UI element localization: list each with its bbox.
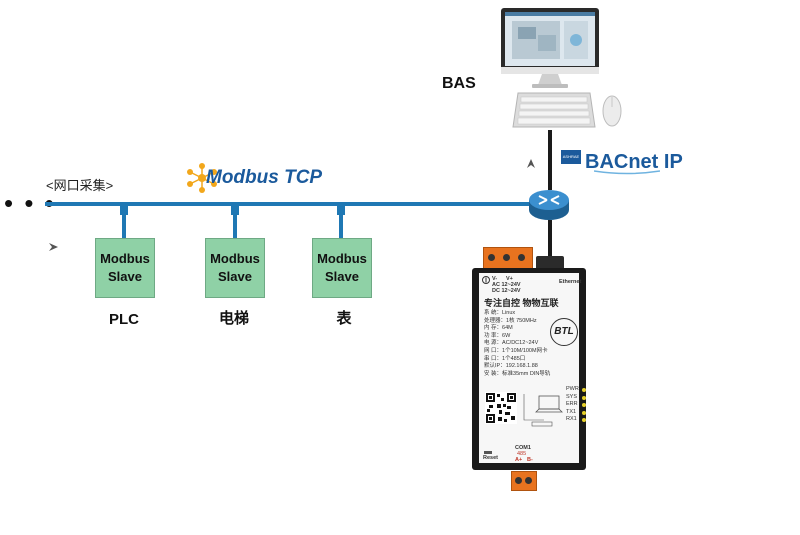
led-tx1: TX1 — [566, 409, 586, 417]
modbus-tcp-label: Modbus TCP — [206, 167, 323, 188]
power-spec-ac: AC 12~24V — [492, 282, 521, 288]
spec-power: 功 率：6W — [484, 332, 511, 339]
bus-tap-plc — [120, 206, 128, 215]
led-indicator-icon — [582, 388, 586, 392]
link-switch-gateway — [548, 220, 552, 268]
qr-code-icon — [485, 392, 517, 424]
com1-type: 485 — [517, 451, 527, 457]
led-indicator-icon — [582, 395, 586, 400]
led-indicator-icon — [582, 418, 586, 423]
ashrae-logo: ASHRAE — [561, 150, 581, 164]
ethernet-port — [536, 256, 564, 270]
router-icon — [529, 190, 569, 220]
gateway-slogan: 专注自控 物物互联 — [484, 298, 559, 308]
led-rx1: RX1 — [566, 416, 586, 424]
modbus-slave-meter: Modbus Slave — [312, 238, 372, 298]
device-label-elevator: 电梯 — [218, 310, 249, 327]
slave-line2: Slave — [218, 269, 252, 284]
led-indicator-icon — [582, 410, 586, 415]
bus-tap-elevator — [231, 206, 239, 215]
rs485-terminal-block — [511, 471, 537, 491]
bacnet-ip-label: BACnet IP — [585, 151, 683, 173]
led-pwr: PWR — [566, 386, 586, 394]
spec-memory: 内 存：64M — [484, 325, 513, 332]
power-terminal-block — [483, 247, 533, 269]
led-indicator-icon — [582, 403, 586, 408]
device-label-meter: 表 — [336, 310, 352, 327]
com1-label: COM1 — [515, 445, 531, 451]
led-panel: PWR SYS ERR TX1 RX1 — [566, 386, 586, 424]
ethernet-label: Ethernet — [559, 279, 582, 285]
slave-line1: Modbus — [317, 251, 367, 266]
power-spec-dc: DC 12~24V — [492, 288, 521, 294]
spec-network: 网 口：1个10M/100M网卡 — [484, 347, 548, 354]
mouse-icon — [602, 95, 622, 127]
reset-label: Reset — [483, 455, 498, 461]
network-collect-label: <网口采集> — [46, 178, 114, 193]
com1-pin-b: B- — [527, 457, 533, 463]
led-err: ERR — [566, 401, 586, 409]
spec-os: 系 统：Linux — [484, 310, 516, 316]
com1-pin-a: A+ — [515, 457, 523, 463]
modbus-slave-plc: Modbus Slave — [95, 238, 155, 298]
ground-icon — [482, 276, 490, 284]
modbus-logo-icon — [187, 163, 217, 193]
drop-line-elevator — [233, 214, 237, 238]
bacnet-underline — [594, 170, 660, 175]
slave-line2: Slave — [108, 269, 142, 284]
power-pin-vplus: V+ — [506, 276, 513, 282]
link-bas-switch — [548, 130, 552, 190]
arrow-up-icon — [527, 159, 535, 168]
keyboard-icon — [512, 92, 596, 128]
led-sys: SYS — [566, 394, 586, 402]
reset-button[interactable] — [484, 451, 492, 454]
spec-cpu: 处理器：1核 750MHz — [484, 317, 537, 324]
bas-label: BAS — [442, 75, 476, 92]
power-pin-vminus: V- — [492, 276, 498, 282]
btl-logo: BTL — [550, 318, 578, 346]
arrow-right-icon — [49, 243, 58, 251]
slave-line2: Slave — [325, 269, 359, 284]
monitor-icon — [501, 8, 599, 88]
modbus-tcp-bus-line — [45, 202, 550, 206]
spec-default-ip: 默认IP：192.168.1.88 — [484, 363, 538, 370]
device-label-plc: PLC — [109, 311, 139, 328]
slave-line1: Modbus — [100, 251, 150, 266]
modbus-slave-elevator: Modbus Slave — [205, 238, 265, 298]
laptop-sketch-icon — [523, 394, 563, 427]
spec-serial: 串 口：1个485口 — [484, 355, 526, 362]
gateway-spec-list: 系 统：Linux 处理器：1核 750MHz 内 存：64M 功 率：6W 电… — [484, 310, 550, 378]
gateway-front-panel — [479, 273, 579, 463]
bus-tap-meter — [337, 206, 345, 215]
drop-line-plc — [122, 214, 126, 238]
spec-mounting: 安 装：标准35mm DIN导轨 — [484, 370, 551, 377]
drop-line-meter — [339, 214, 343, 238]
spec-supply: 电 源：AC/DC12~24V — [484, 340, 539, 347]
slave-line1: Modbus — [210, 251, 260, 266]
